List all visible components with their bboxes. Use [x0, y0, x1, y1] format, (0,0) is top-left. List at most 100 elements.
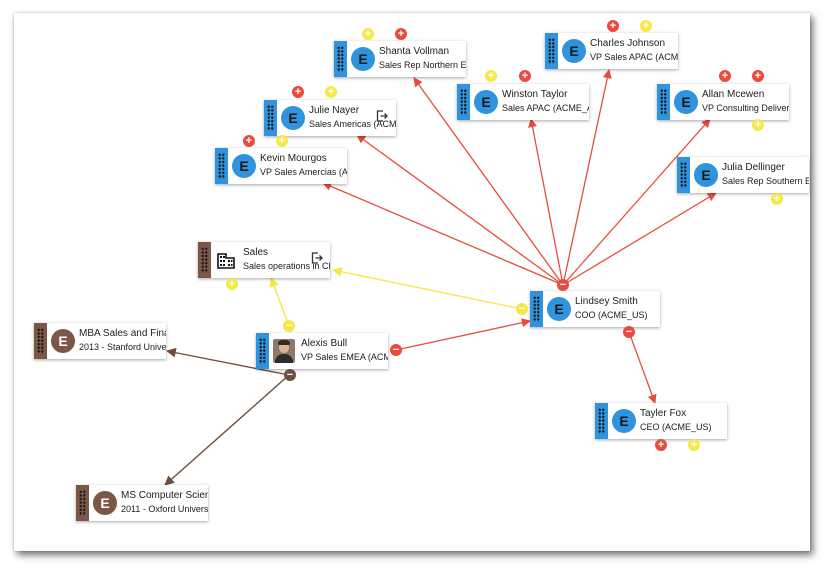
node-handle[interactable] — [34, 323, 47, 359]
entity-icon: E — [612, 409, 636, 433]
expand-red-button[interactable]: + — [243, 135, 255, 147]
node-detail: VP Sales Amercias (A — [260, 167, 347, 177]
node-allan-mcewen[interactable]: E Allan Mcewen VP Consulting Deliver — [657, 84, 789, 120]
node-detail: Sales Rep Northern Eu — [379, 60, 466, 70]
person-photo — [273, 339, 295, 363]
link-lindsey-julie — [356, 134, 564, 286]
entity-icon: E — [674, 90, 698, 114]
node-julie-nayer[interactable]: E Julie Nayer Sales Americas (ACM — [264, 100, 396, 136]
drag-handle-icon — [267, 105, 274, 131]
collapse-red-button[interactable]: − — [390, 344, 402, 356]
node-name: Julie Nayer — [309, 105, 360, 116]
expand-red-button[interactable]: + — [519, 70, 531, 82]
node-winston-taylor[interactable]: E Winston Taylor Sales APAC (ACME_A — [457, 84, 589, 120]
node-name: Charles Johnson — [590, 38, 666, 49]
expand-yellow-button[interactable]: + — [485, 70, 497, 82]
node-alexis-bull[interactable]: Alexis Bull VP Sales EMEA (ACM — [256, 333, 388, 369]
node-detail: Sales Americas (ACM — [309, 119, 396, 129]
entity-icon: E — [694, 163, 718, 187]
collapse-red-button[interactable]: − — [557, 279, 569, 291]
node-name: Sales — [243, 247, 269, 258]
node-handle[interactable] — [657, 84, 670, 120]
node-handle[interactable] — [545, 33, 558, 69]
expand-red-button[interactable]: + — [719, 70, 731, 82]
node-name: MBA Sales and Fina — [79, 328, 166, 339]
node-handle[interactable] — [256, 333, 269, 369]
expand-yellow-button[interactable]: + — [226, 278, 238, 290]
collapse-red-button[interactable]: − — [623, 326, 635, 338]
drag-handle-icon — [680, 162, 687, 188]
exit-icon[interactable] — [311, 252, 323, 264]
node-handle[interactable] — [334, 41, 347, 77]
expand-yellow-button[interactable]: + — [752, 119, 764, 131]
node-kevin-mourgos[interactable]: E Kevin Mourgos VP Sales Amercias (A — [215, 148, 347, 184]
node-name: Allan Mcewen — [702, 89, 765, 100]
expand-yellow-button[interactable]: + — [362, 28, 374, 40]
entity-icon: E — [474, 90, 498, 114]
link-alexis-lindsey — [395, 318, 531, 351]
link-lindsey-shanta — [413, 77, 564, 286]
collapse-yellow-button[interactable]: − — [283, 320, 295, 332]
link-lindsey-tayler — [628, 331, 657, 404]
exit-icon[interactable] — [376, 110, 388, 122]
node-name: MS Computer Scienc — [121, 490, 208, 501]
node-handle[interactable] — [595, 403, 608, 439]
node-name: Winston Taylor — [502, 89, 568, 100]
entity-icon: E — [547, 297, 571, 321]
entity-icon: E — [351, 47, 375, 71]
link-lindsey-allan — [562, 118, 711, 286]
node-charles-johnson[interactable]: E Charles Johnson VP Sales APAC (ACME — [545, 33, 678, 69]
node-name: Shanta Vollman — [379, 46, 450, 57]
node-name: Lindsey Smith — [575, 296, 638, 307]
expand-yellow-button[interactable]: + — [276, 135, 288, 147]
node-handle[interactable] — [457, 84, 470, 120]
node-detail: Sales Rep Southern Eu — [722, 176, 809, 186]
node-handle[interactable] — [215, 148, 228, 184]
node-detail: VP Sales APAC (ACME — [590, 52, 678, 62]
node-name: Julia Dellinger — [722, 162, 785, 173]
node-handle[interactable] — [198, 242, 211, 278]
node-tayler-fox[interactable]: E Tayler Fox CEO (ACME_US) — [595, 403, 727, 439]
building-icon — [217, 253, 235, 269]
link-lindsey-charles — [562, 69, 612, 286]
node-handle[interactable] — [677, 157, 690, 193]
expand-red-button[interactable]: + — [607, 20, 619, 32]
expand-red-button[interactable]: + — [292, 86, 304, 98]
drag-handle-icon — [533, 296, 540, 322]
drag-handle-icon — [218, 153, 225, 179]
drag-handle-icon — [598, 408, 605, 434]
link-alexis-sales — [269, 277, 290, 327]
node-name: Tayler Fox — [640, 408, 687, 419]
node-handle[interactable] — [76, 485, 89, 521]
node-detail: Sales APAC (ACME_A — [502, 103, 589, 113]
node-lindsey-smith[interactable]: E Lindsey Smith COO (ACME_US) — [530, 291, 660, 327]
node-name: Kevin Mourgos — [260, 153, 327, 164]
expand-yellow-button[interactable]: + — [325, 86, 337, 98]
collapse-yellow-button[interactable]: − — [516, 303, 528, 315]
entity-icon: E — [281, 106, 305, 130]
expand-red-button[interactable]: + — [395, 28, 407, 40]
expand-red-button[interactable]: + — [752, 70, 764, 82]
link-lindsey-winston — [528, 118, 564, 286]
expand-yellow-button[interactable]: + — [640, 20, 652, 32]
node-detail: COO (ACME_US) — [575, 310, 648, 320]
expand-red-button[interactable]: + — [655, 439, 667, 451]
node-detail: Sales operations in Ch — [243, 261, 330, 271]
node-mba[interactable]: E MBA Sales and Fina 2013 - Stanford Uni… — [34, 323, 166, 359]
node-handle[interactable] — [264, 100, 277, 136]
node-shanta-vollman[interactable]: E Shanta Vollman Sales Rep Northern Eu — [334, 41, 466, 77]
node-detail: CEO (ACME_US) — [640, 422, 712, 432]
node-sales[interactable]: Sales Sales operations in Ch — [198, 242, 330, 278]
drag-handle-icon — [337, 46, 344, 72]
node-handle[interactable] — [530, 291, 543, 327]
expand-yellow-button[interactable]: + — [688, 439, 700, 451]
node-ms-computer-science[interactable]: E MS Computer Scienc 2011 - Oxford Unive… — [76, 485, 208, 521]
expand-yellow-button[interactable]: + — [771, 193, 783, 205]
node-julia-dellinger[interactable]: E Julia Dellinger Sales Rep Southern Eu — [677, 157, 809, 193]
drag-handle-icon — [259, 338, 266, 364]
link-lindsey-sales — [332, 266, 523, 310]
drag-handle-icon — [79, 490, 86, 516]
node-detail: 2013 - Stanford Unive — [79, 342, 166, 352]
collapse-brown-button[interactable]: − — [284, 369, 296, 381]
